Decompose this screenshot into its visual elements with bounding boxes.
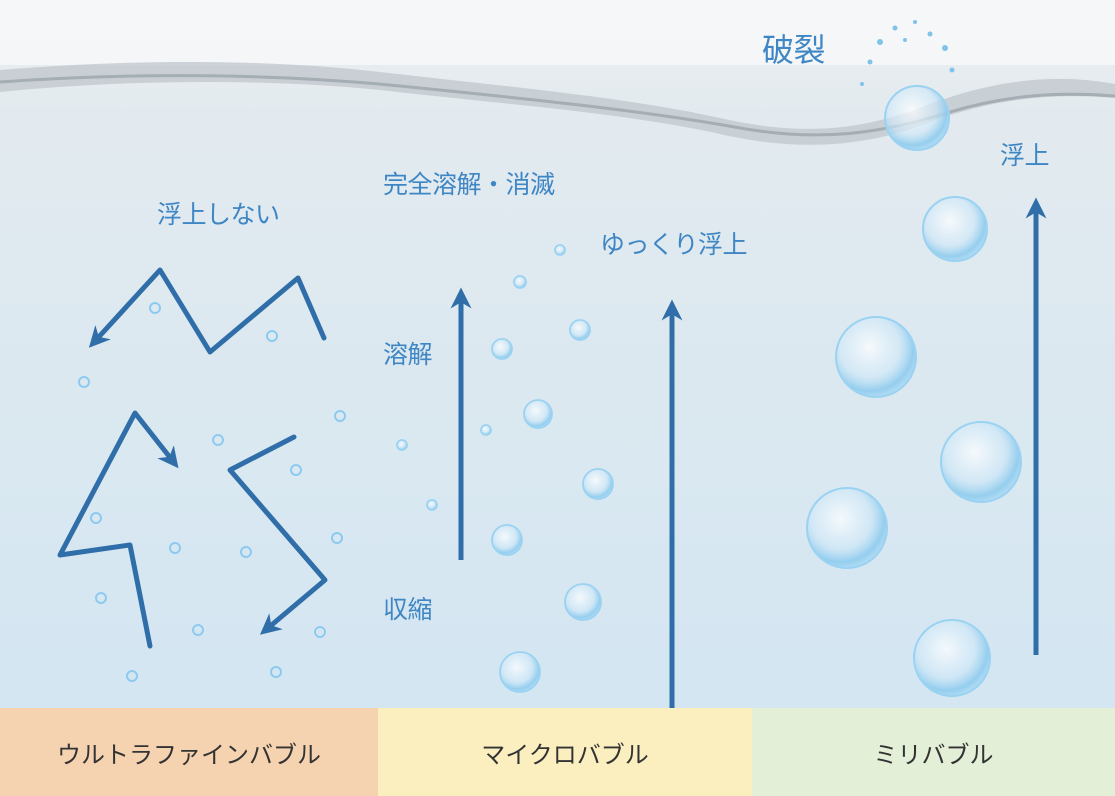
zigzag-arrows <box>57 267 328 649</box>
zigzag-arrow-top-icon <box>88 267 327 355</box>
band-micro: マイクロバブル <box>378 708 752 796</box>
label-slow-rise: ゆっくり浮上 <box>600 230 748 259</box>
label-no-float: 浮上しない <box>157 200 280 229</box>
burst-droplets <box>860 20 955 86</box>
zigzag-arrow-right-icon <box>227 434 328 635</box>
label-burst: 破裂 <box>762 31 826 69</box>
label-dissolve-vanish: 完全溶解・消滅 <box>383 170 555 199</box>
water-surface-highlight <box>0 74 1115 137</box>
band-ultrafine: ウルトラファインバブル <box>0 708 378 796</box>
band-milli: ミリバブル <box>752 708 1115 796</box>
milli-bubbles <box>806 85 1022 697</box>
rise-arrows <box>450 197 1047 708</box>
air-area <box>0 0 1115 65</box>
ultrafine-bubbles <box>78 302 346 682</box>
zigzag-arrow-left-icon <box>57 410 179 649</box>
label-dissolve: 溶解 <box>383 340 433 369</box>
micro-bubbles <box>396 244 614 693</box>
label-rise: 浮上 <box>1000 141 1050 170</box>
label-shrink: 収縮 <box>383 595 433 624</box>
